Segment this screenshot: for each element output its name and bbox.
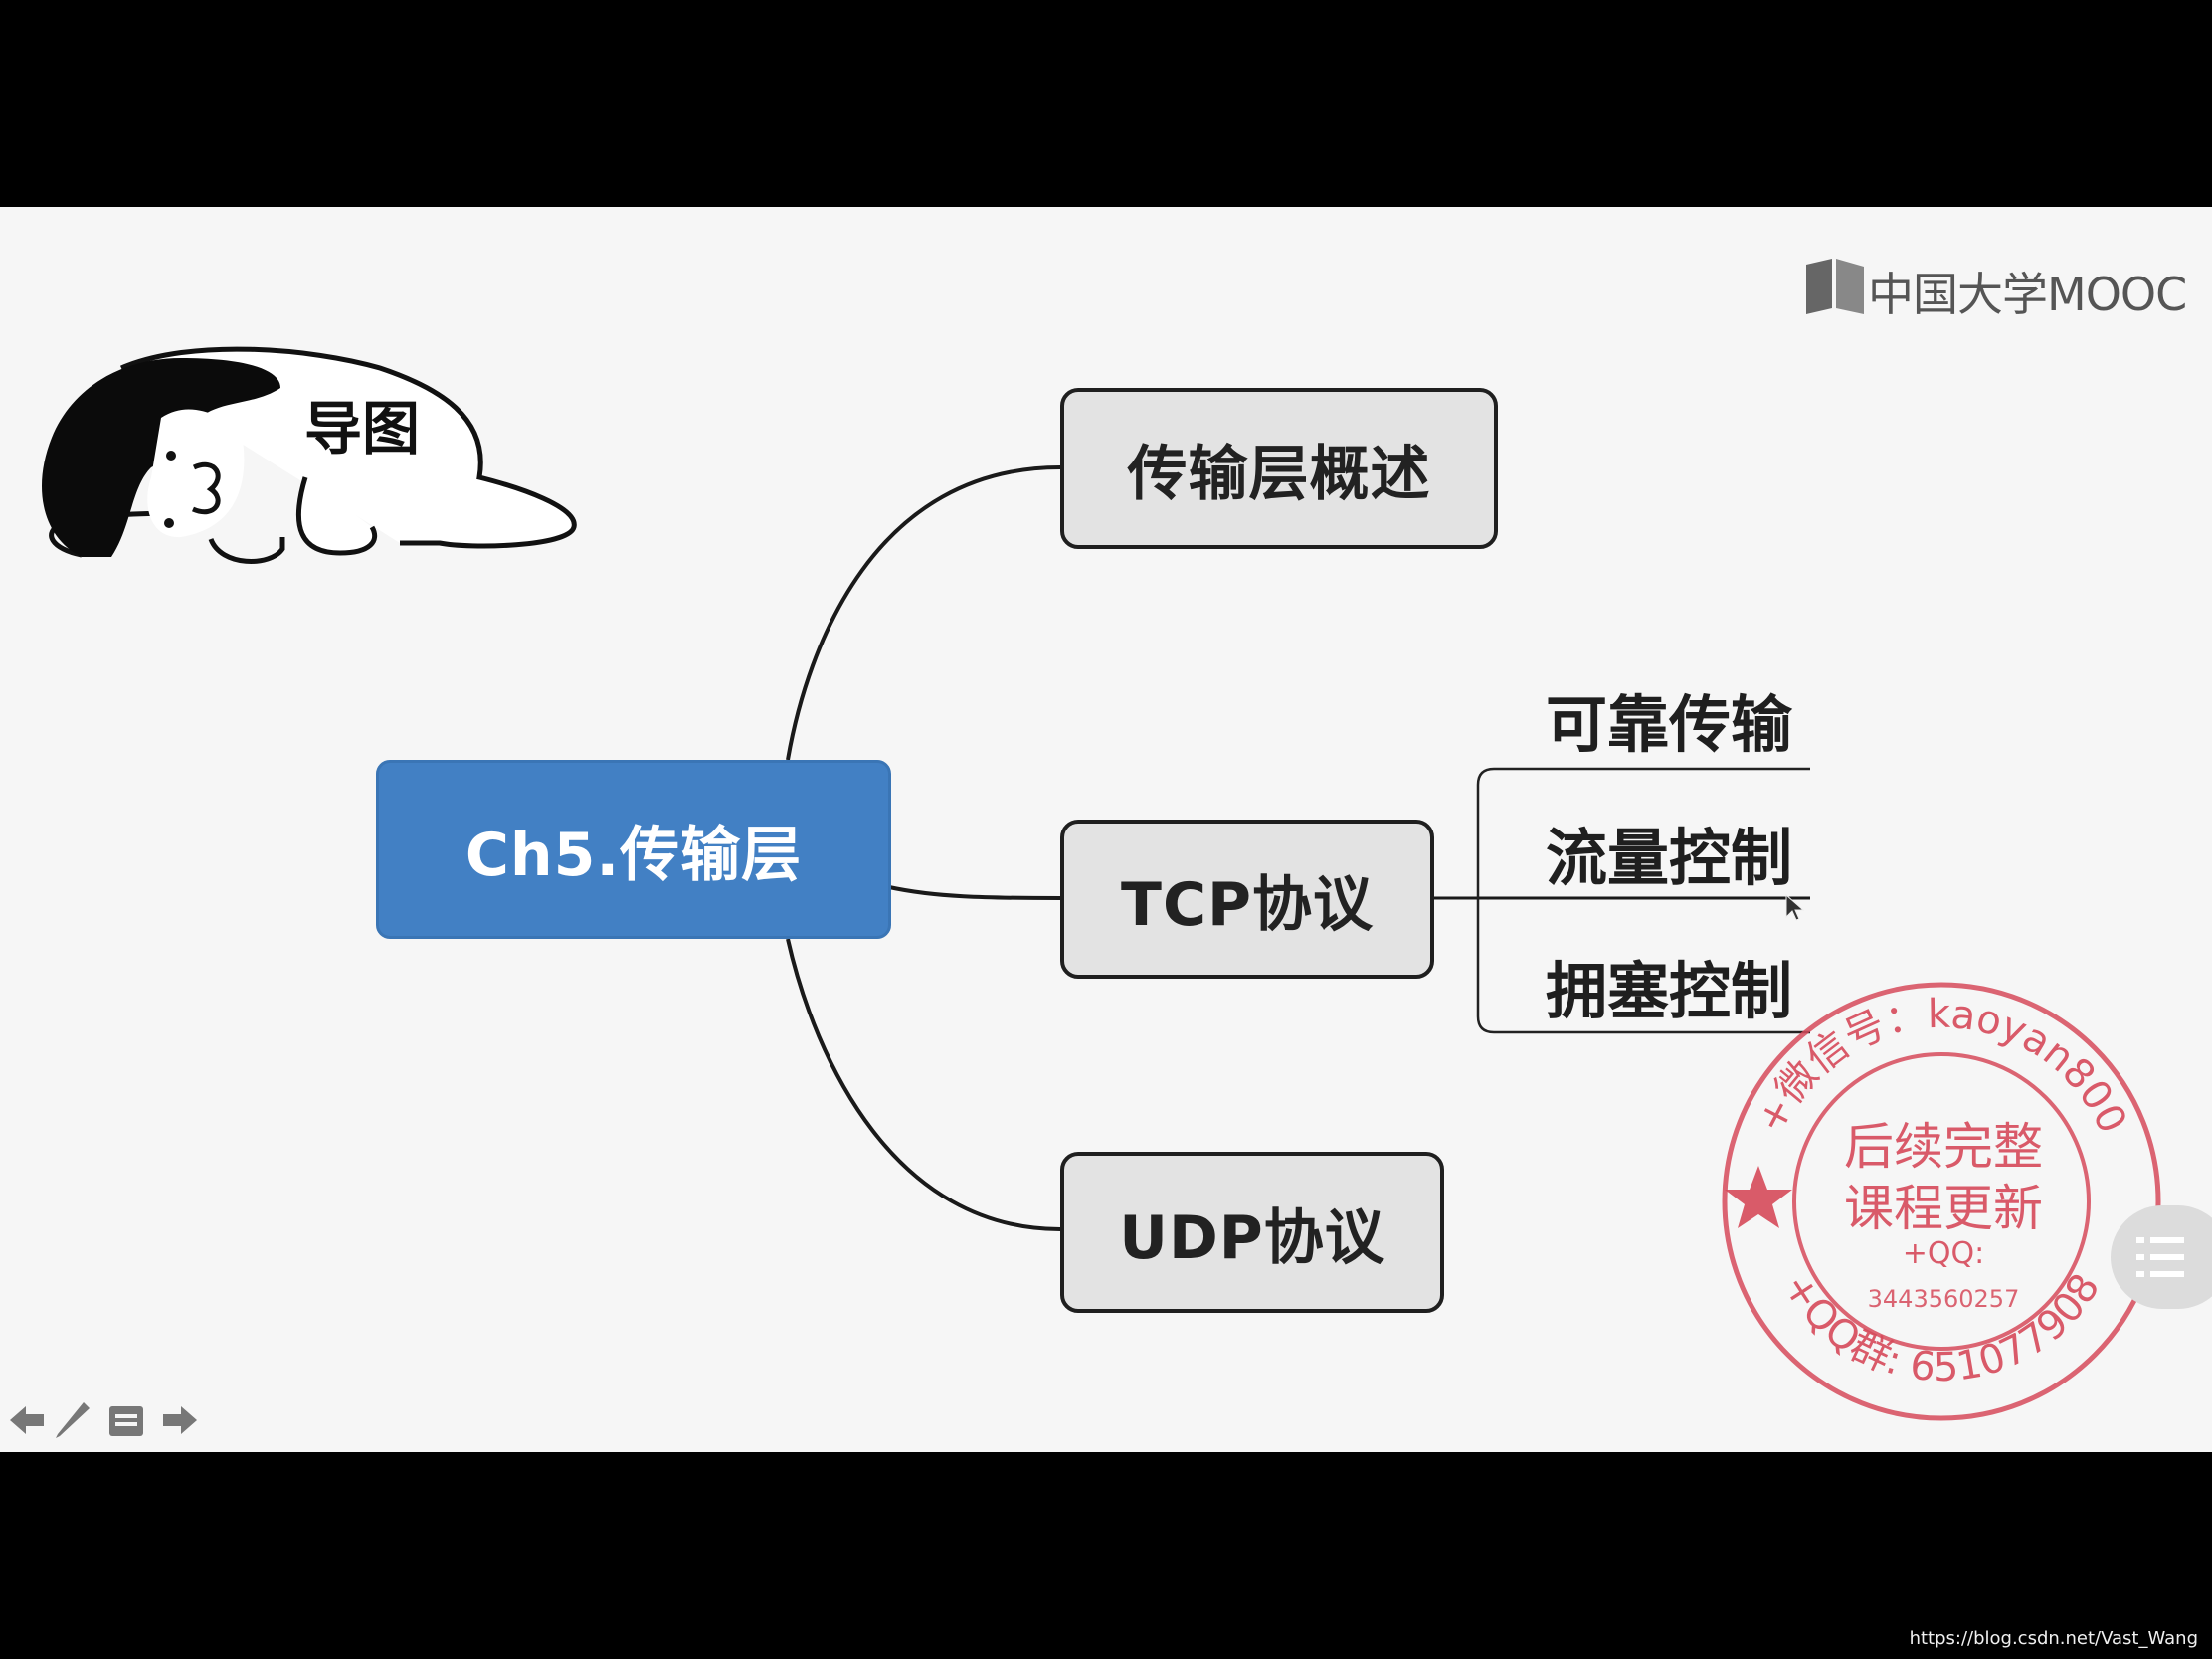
tcp-subitem-reliable: 可靠传输 (1546, 688, 1793, 761)
mindmap-badge-label: 导图 (304, 395, 421, 462)
watermark-center-line1: 后续完整 (1844, 1118, 2043, 1176)
pen-icon[interactable] (52, 1396, 95, 1442)
slide: 中国大学MOOC 导图 Ch5.传输层 传输层概述 TCP协议 UDP协议 可靠… (0, 207, 2212, 1452)
bottom-letterbox (0, 1452, 2212, 1659)
watermark-center-line2: 课程更新 (1844, 1180, 2043, 1237)
source-credit: https://blog.csdn.net/Vast_Wang (1909, 1628, 2198, 1649)
top-letterbox (0, 0, 2212, 207)
star-icon (1725, 1166, 1792, 1228)
tcp-subitem-flow-control: 流量控制 (1546, 822, 1793, 894)
watermark-qq-number: 3443560257 (1868, 1285, 2020, 1313)
prev-slide-icon[interactable] (6, 1400, 50, 1440)
watermark-qq-label: +QQ: (1903, 1236, 1984, 1271)
next-slide-icon[interactable] (157, 1400, 201, 1440)
lying-character-illustration (42, 346, 577, 564)
branch-node-udp-label: UDP协议 (1119, 1202, 1385, 1273)
slide-menu-icon[interactable] (105, 1402, 149, 1440)
list-icon (2136, 1237, 2184, 1277)
branch-node-tcp-label: TCP协议 (1121, 869, 1374, 940)
mooc-logo-text: 中国大学MOOC (1868, 268, 2187, 321)
root-node: Ch5.传输层 (376, 760, 891, 939)
branch-node-tcp: TCP协议 (1060, 820, 1434, 979)
menu-button[interactable] (2111, 1205, 2212, 1309)
branch-node-overview: 传输层概述 (1060, 388, 1498, 549)
watermark-stamp: +微信号：kaoyan800 +QQ群: 651077908 后续完整 课程更新… (1722, 982, 2161, 1421)
mouse-cursor-icon (1785, 893, 1805, 921)
branch-node-udp: UDP协议 (1060, 1152, 1444, 1313)
connector-lines (786, 465, 1810, 1231)
tcp-subitem-congestion-control: 拥塞控制 (1546, 955, 1793, 1027)
branch-node-overview-label: 传输层概述 (1127, 439, 1431, 509)
mooc-logo-icon (1806, 259, 1864, 314)
root-node-label: Ch5.传输层 (464, 820, 803, 890)
